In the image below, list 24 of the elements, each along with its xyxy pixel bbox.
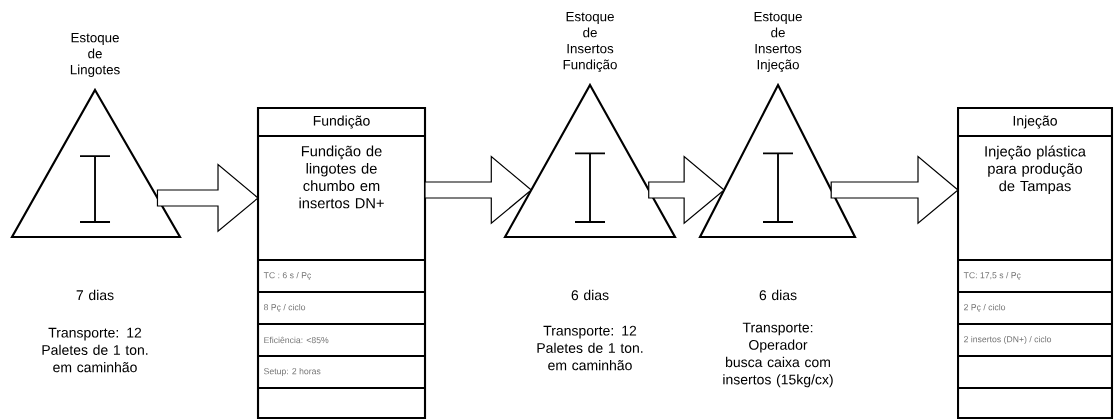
caption-text: Transporte: Operador busca caixa com insertos (15kg/cx)	[723, 322, 833, 388]
block-arrow	[424, 155, 533, 225]
caption-text: 6 dias	[571, 289, 609, 301]
process-title: Injeção	[1013, 115, 1057, 129]
caption-text: Transporte: 12 Paletes de 1 ton. em caminhão	[42, 327, 148, 373]
caption-text: Transporte: 12 Paletes de 1 ton. em caminhão	[537, 325, 643, 371]
data-cell: TC : 6 s / Pç	[263, 271, 312, 281]
data-cell: 8 Pç / ciclo	[264, 303, 306, 313]
inventory-label: Estoque de Insertos Injeção	[754, 12, 802, 72]
caption-text: 6 dias	[759, 289, 797, 301]
block-arrow	[156, 163, 259, 233]
process-description: Injeção plástica para produção de Tampas	[985, 145, 1086, 195]
block-arrow	[830, 155, 959, 225]
inventory-label: Estoque de Lingotes	[70, 33, 120, 77]
data-cell: 2 Pç / ciclo	[964, 303, 1006, 313]
process-title: Fundição	[313, 115, 370, 129]
process-description: Fundição de lingotes de chumbo em insertos DN+	[299, 145, 384, 209]
data-cell: Setup: 2 horas	[264, 367, 321, 376]
inventory-label: Estoque de Insertos Fundição	[563, 12, 617, 72]
data-cell: TC: 17,5 s / Pç	[963, 271, 1021, 281]
block-arrow	[648, 155, 726, 225]
data-cell: Eficiência: <85%	[264, 336, 329, 344]
data-cell: 2 insertos (DN+) / ciclo	[964, 335, 1052, 345]
caption-text: 7 dias	[76, 289, 114, 301]
